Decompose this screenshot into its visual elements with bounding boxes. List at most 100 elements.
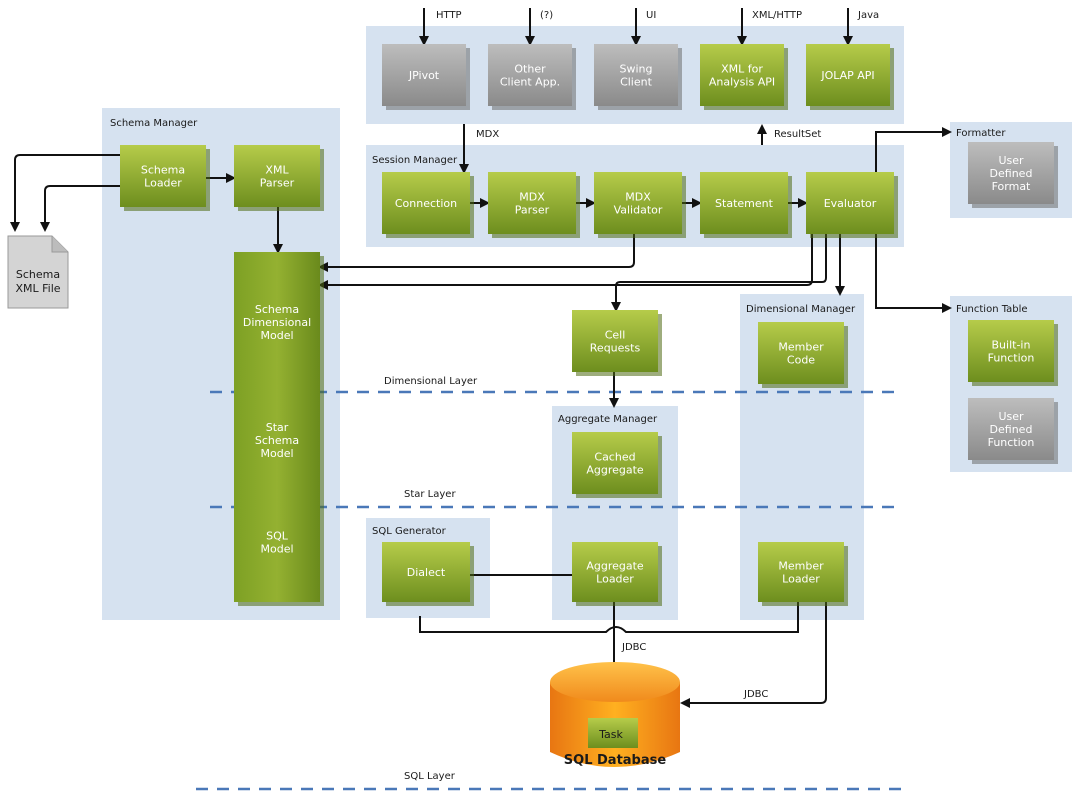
jolap-box: JOLAP API (806, 44, 894, 110)
ui-label: UI (646, 10, 656, 21)
statement-box: Statement (700, 172, 792, 238)
mdx-label: MDX (476, 129, 499, 140)
dialect-box: Dialect (382, 542, 474, 606)
schema-xml-file: Schema XML File (7, 235, 69, 309)
jpivot-box: JPivot (382, 44, 470, 110)
http-label: HTTP (436, 10, 462, 21)
xmla-box-label-2: Analysis API (709, 76, 775, 89)
session-manager-title: Session Manager (372, 155, 458, 166)
formatter-title: Formatter (956, 128, 1006, 139)
aggregate-loader-box-label-2: Loader (596, 573, 634, 586)
schema-model-column: SchemaDimensionalModelStarSchemaModelSQL… (234, 252, 324, 606)
user-function-box-label-1: User (998, 410, 1024, 423)
jdbc-label-2: JDBC (743, 689, 768, 700)
aggregate-manager-title: Aggregate Manager (558, 414, 658, 425)
mdx-validator-box-label-1: MDX (625, 191, 651, 204)
user-function-box-label-2: Defined (990, 423, 1033, 436)
resultset-label: ResultSet (774, 129, 821, 140)
sql-layer: SQL Layer (196, 771, 904, 791)
dimensional-manager-title: Dimensional Manager (746, 304, 856, 315)
jdbc-label-1: JDBC (621, 642, 646, 653)
sql-database-label: SQL Database (564, 753, 667, 768)
cell-requests-box-label-1: Cell (605, 329, 626, 342)
cached-aggregate-box-label-2: Aggregate (586, 464, 644, 477)
file-arrow-2 (40, 185, 120, 232)
connectors (10, 8, 952, 708)
member-code-box-label-1: Member (778, 341, 824, 354)
star-schema-model-label-3: Model (260, 447, 293, 460)
file-arrow-1 (10, 154, 120, 232)
xml-parser-box-label-2: Parser (260, 177, 295, 190)
schema-dimensional-model-label-3: Model (260, 329, 293, 342)
sql-model-label-2: Model (260, 543, 293, 556)
dimensional-layer: Dimensional Layer (210, 376, 900, 394)
unknown-label: (?) (540, 10, 553, 21)
schema-manager-title: Schema Manager (110, 118, 198, 129)
connection-box-label: Connection (395, 197, 457, 210)
schema-dimensional-model-label-2: Dimensional (243, 316, 311, 329)
schema-file-line-1: Schema (16, 268, 60, 281)
sql-layer-label: SQL Layer (404, 771, 456, 782)
schema-loader-box-label-2: Loader (144, 177, 182, 190)
dialect-box-label: Dialect (407, 566, 446, 579)
swing-client-box-label-2: Client (620, 76, 653, 89)
mdx-parser-box-label-2: Parser (515, 204, 550, 217)
formatter-arrow (875, 127, 952, 172)
star-schema-model-label-2: Schema (255, 434, 299, 447)
cached-aggregate-box-label-1: Cached (594, 451, 635, 464)
swing-client-box-label-1: Swing (620, 63, 653, 76)
sql-database: Task SQL Database (550, 662, 680, 768)
other-client-box-label-2: Client App. (500, 76, 560, 89)
mdx-parser-box-label-1: MDX (519, 191, 545, 204)
function-table-title: Function Table (956, 304, 1028, 315)
star-schema-model-label-1: Star (266, 421, 289, 434)
schema-loader-box-label-1: Schema (141, 164, 185, 177)
schema-file-line-2: XML File (15, 282, 60, 295)
builtin-function-box-label-2: Function (988, 352, 1035, 365)
user-function-box-label-3: Function (988, 436, 1035, 449)
cell-requests-box-label-2: Requests (590, 342, 641, 355)
evaluator-box-label: Evaluator (824, 197, 877, 210)
other-client-box-label-1: Other (514, 63, 546, 76)
xml-http-label: XML/HTTP (752, 10, 802, 21)
xmla-box-label-1: XML for (721, 63, 763, 76)
star-layer: Star Layer (210, 489, 900, 509)
sql-model-label-1: SQL (266, 530, 289, 543)
function-table-arrow (875, 234, 952, 313)
xml-parser-box-label-1: XML (265, 164, 289, 177)
flow-labels: HTTP (?) UI XML/HTTP Java MDX ResultSet … (436, 10, 879, 700)
member-loader-box-label-2: Loader (782, 573, 820, 586)
statement-box-label: Statement (715, 197, 774, 210)
jolap-box-label: JOLAP API (820, 69, 874, 82)
mdx-validator-box-label-2: Validator (614, 204, 663, 217)
user-format-box-label-3: Format (992, 180, 1031, 193)
aggregate-loader-box-label-1: Aggregate (586, 560, 644, 573)
evaluator-box: Evaluator (806, 172, 898, 238)
java-label: Java (857, 10, 879, 21)
star-layer-label: Star Layer (404, 489, 456, 500)
member-loader-box-label-1: Member (778, 560, 824, 573)
dimensional-layer-label: Dimensional Layer (384, 376, 478, 387)
connection-box: Connection (382, 172, 474, 238)
sql-generator-title: SQL Generator (372, 526, 447, 537)
jpivot-box-label: JPivot (408, 69, 440, 82)
user-format-box-label-1: User (998, 154, 1024, 167)
schema-dimensional-model-label-1: Schema (255, 303, 299, 316)
